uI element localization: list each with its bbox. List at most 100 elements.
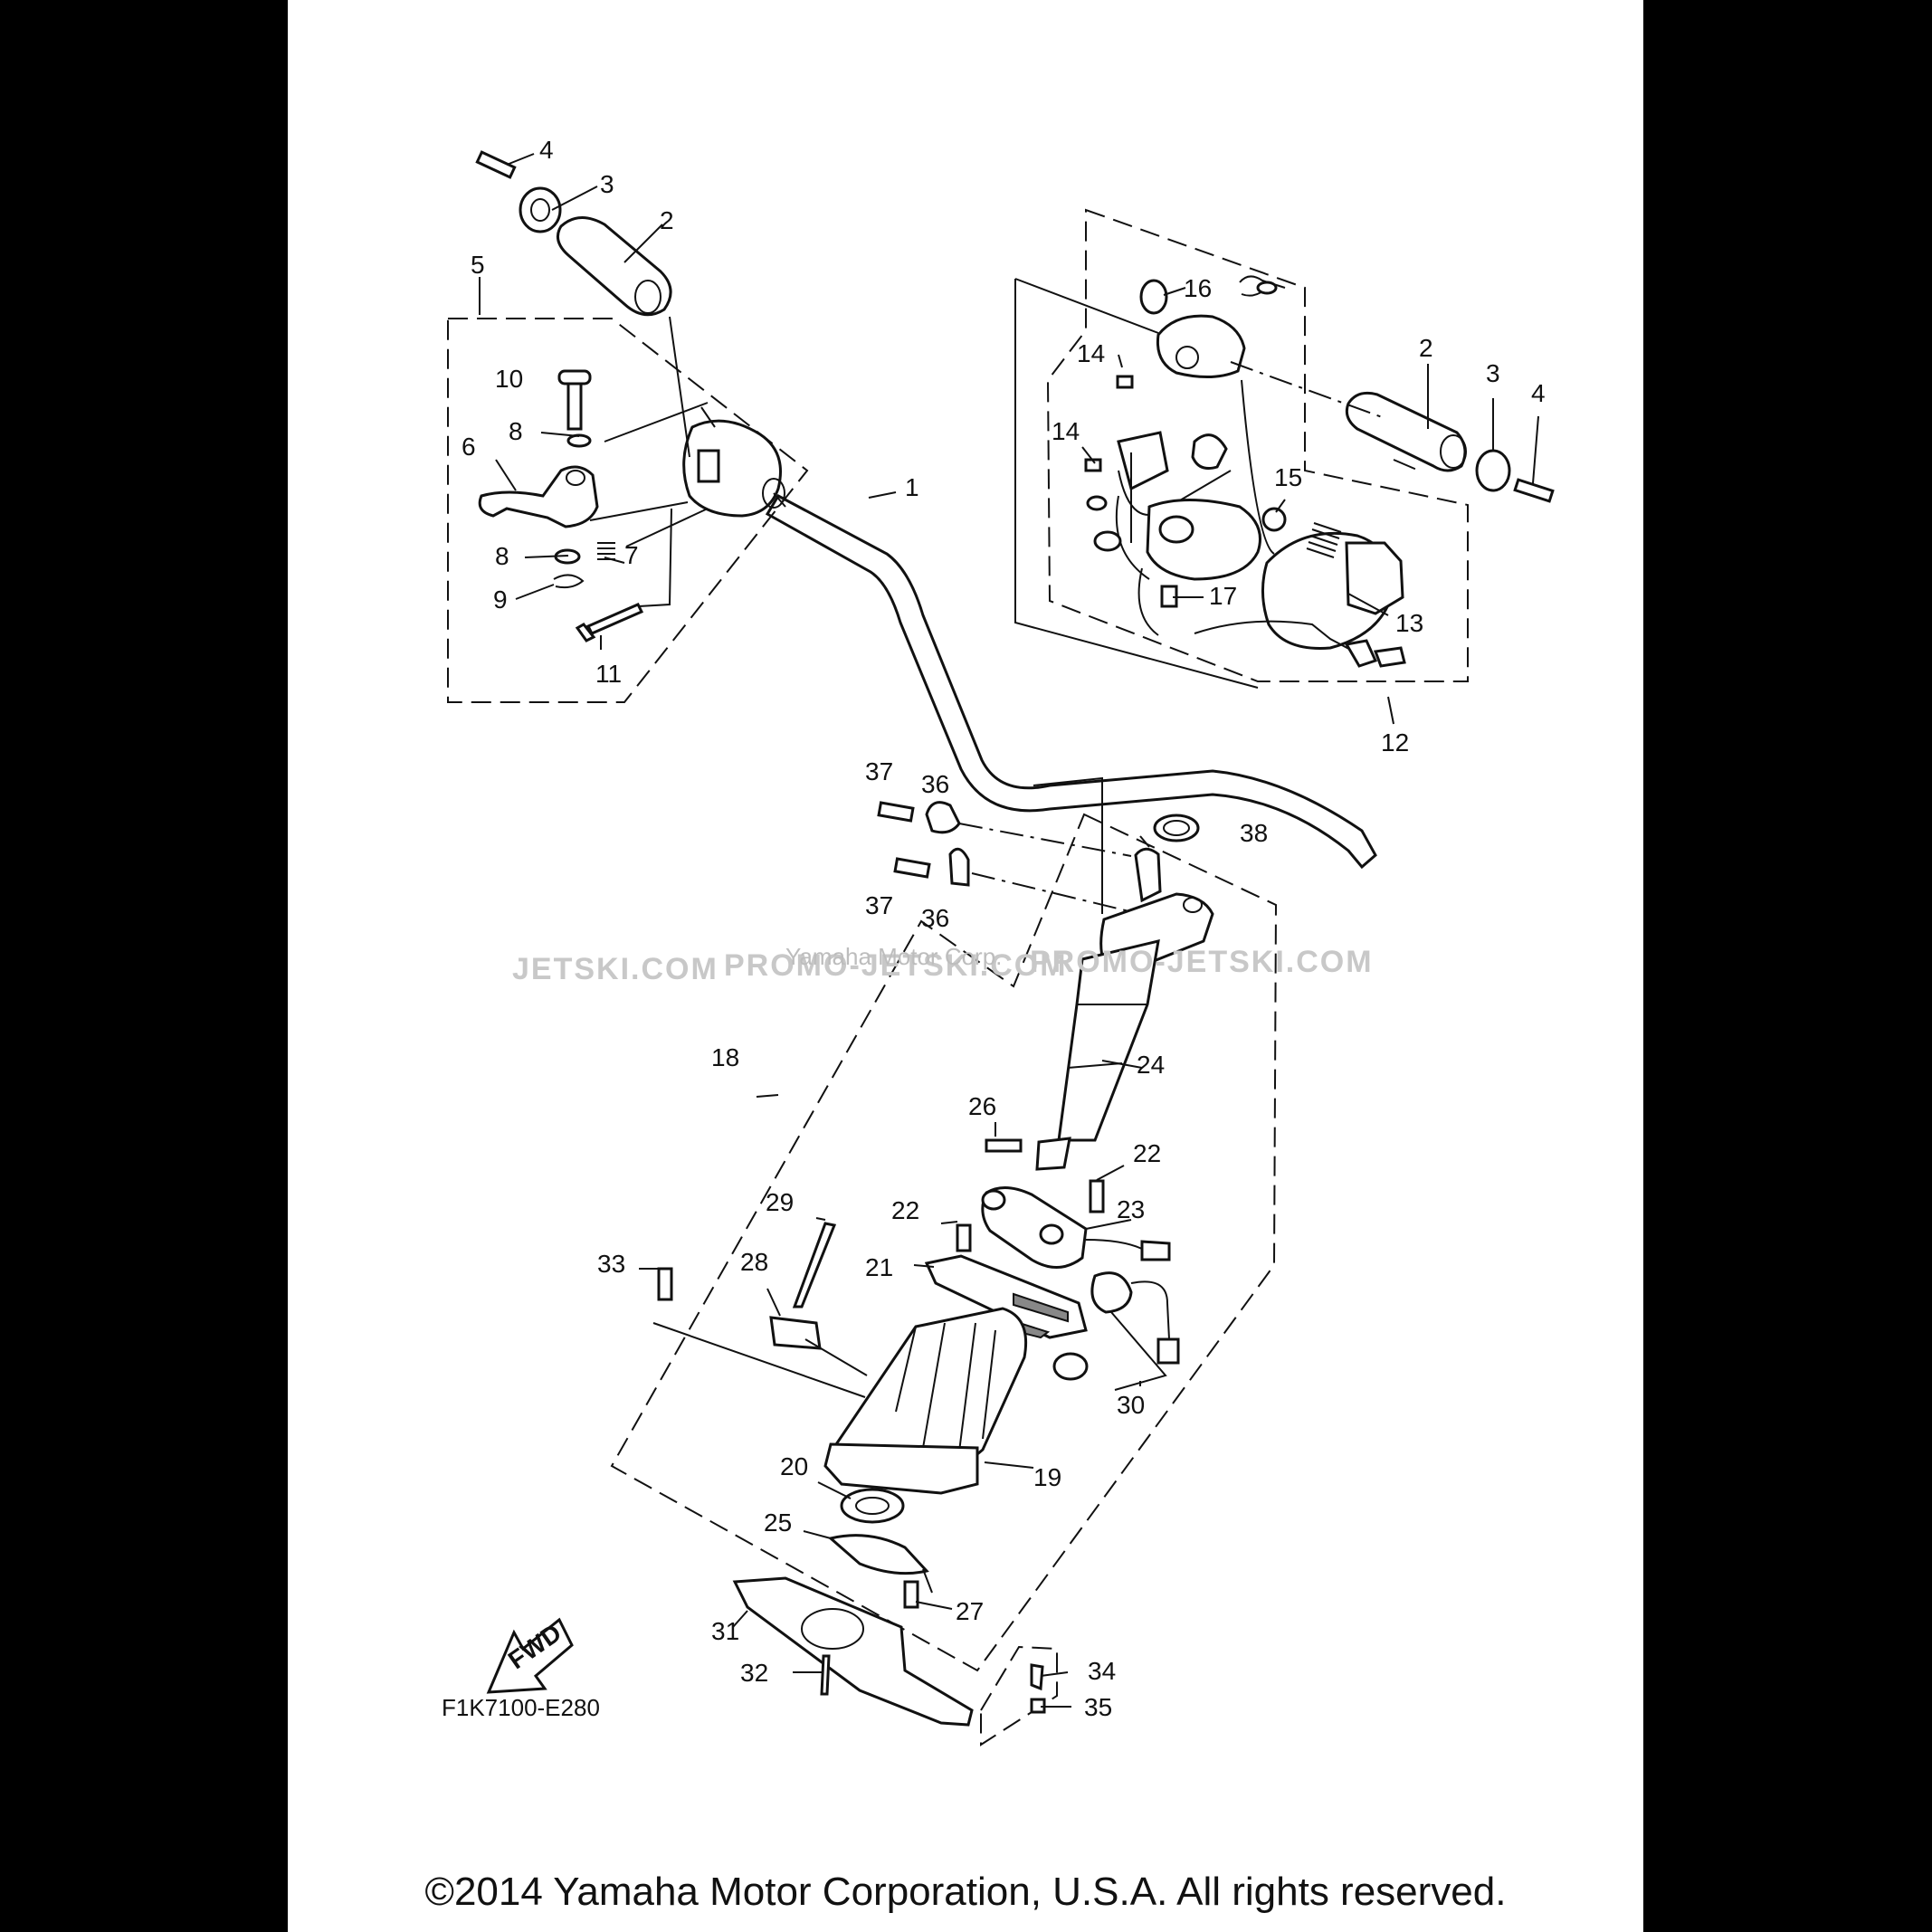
callout-25: 25 [764, 1508, 792, 1537]
watermark-2: PROMO-JETSKI.COM [724, 948, 1068, 983]
watermark-3: PROMO-JETSKI.COM [1030, 945, 1374, 979]
callout-9: 9 [493, 585, 508, 614]
callout-7: 7 [624, 541, 639, 569]
bolt-33 [657, 1267, 673, 1301]
callout-labels: 1 2 3 4 5 6 7 8 8 9 10 11 2 3 4 12 13 14… [462, 136, 1546, 1721]
callout-24: 24 [1137, 1051, 1165, 1079]
left-grip-end-cap-inner [530, 198, 550, 222]
column-cap [1153, 814, 1200, 842]
diagram-code: F1K7100-E280 [442, 1694, 600, 1721]
callout-29: 29 [766, 1188, 794, 1216]
screw-27 [903, 1580, 919, 1609]
callout-12: 12 [1381, 728, 1409, 757]
callout-33: 33 [597, 1250, 625, 1278]
base-flange [823, 1442, 979, 1495]
callout-1: 1 [905, 473, 919, 501]
callout-26: 26 [968, 1092, 996, 1120]
callout-35: 35 [1084, 1693, 1112, 1721]
callout-22b: 22 [891, 1196, 919, 1224]
callout-20: 20 [780, 1452, 808, 1480]
callout-36b: 36 [921, 904, 949, 932]
callout-14b: 14 [1052, 417, 1080, 445]
diagram-sheet [288, 0, 1643, 1932]
fwd-arrow: FWD [486, 1617, 574, 1694]
left-grip [556, 216, 672, 317]
watermark-1: JETSKI.COM [512, 952, 719, 986]
callout-23: 23 [1117, 1195, 1145, 1223]
callout-16: 16 [1184, 274, 1212, 302]
bolt-22-left [956, 1223, 972, 1252]
callout-18: 18 [711, 1043, 739, 1071]
right-switch-box [1046, 208, 1469, 682]
callout-37b: 37 [865, 891, 893, 919]
callout-4: 4 [539, 136, 554, 164]
left-lever-assembly-box [447, 318, 809, 703]
switch-housing-top [1156, 314, 1246, 379]
left-bolt [475, 150, 517, 179]
clip-34 [1030, 1663, 1044, 1691]
switch-spring [1306, 522, 1342, 558]
left-grip-end-cap [519, 186, 562, 233]
column-plate [924, 1254, 1088, 1339]
steering-base-cone [831, 1307, 1028, 1468]
callout-6: 6 [462, 433, 476, 461]
callout-37a: 37 [865, 757, 893, 785]
screw-upper [1116, 375, 1134, 389]
start-button [1139, 279, 1168, 315]
callout-leaders [479, 153, 1539, 1708]
sensor-assembly [981, 1186, 1088, 1269]
right-grip [1345, 391, 1467, 472]
long-bolt [585, 603, 644, 635]
callout-31: 31 [711, 1617, 739, 1645]
callout-4r: 4 [1531, 379, 1546, 407]
callout-34: 34 [1088, 1657, 1116, 1685]
lower-column-box [610, 813, 1278, 1672]
callout-38: 38 [1240, 819, 1268, 847]
bushing-20 [840, 1488, 905, 1524]
lever-spring [597, 542, 615, 560]
sensor-30 [1090, 1271, 1133, 1314]
callout-21: 21 [865, 1253, 893, 1281]
copyright-notice: ©2014 Yamaha Motor Corporation, U.S.A. A… [424, 1870, 1507, 1914]
callout-2r: 2 [1419, 334, 1433, 362]
callout-8a: 8 [509, 417, 523, 445]
right-grip-end-cap [1475, 449, 1511, 492]
callout-2: 2 [660, 206, 674, 234]
switch-wire [1137, 567, 1358, 654]
throttle-lever [478, 465, 599, 528]
bolt-22-right [1089, 1179, 1105, 1213]
callout-30: 30 [1117, 1391, 1145, 1419]
throttle-housing [682, 419, 782, 518]
bracket-box [980, 1645, 1058, 1746]
callout-10: 10 [495, 365, 523, 393]
switch-body [1117, 431, 1169, 491]
callout-17: 17 [1209, 582, 1237, 610]
watermark-small: Yamaha Motor Corp. [785, 943, 1002, 970]
callout-28: 28 [740, 1248, 768, 1276]
callout-36a: 36 [921, 770, 949, 798]
lever-pin [566, 376, 583, 431]
cap-15 [1261, 507, 1287, 532]
bolt-26 [985, 1138, 1023, 1153]
gasket-25 [827, 1534, 929, 1575]
circlip [553, 574, 585, 589]
clamp-36-upper [925, 801, 961, 834]
bolt-37-upper [877, 801, 915, 823]
callout-5: 5 [471, 251, 485, 279]
right-bolt [1513, 478, 1555, 503]
callout-13: 13 [1395, 609, 1423, 637]
callout-22a: 22 [1133, 1139, 1161, 1167]
callout-11: 11 [595, 660, 622, 688]
sensor-ring-30 [1052, 1352, 1089, 1381]
callout-3r: 3 [1486, 359, 1500, 387]
callout-8b: 8 [495, 542, 509, 570]
mounting-plate [732, 1576, 974, 1727]
bolt-37-lower [893, 857, 931, 879]
handlebar [765, 494, 1377, 870]
callout-32: 32 [740, 1659, 768, 1687]
callout-14a: 14 [1077, 339, 1105, 367]
pin-32 [820, 1654, 831, 1696]
callout-15: 15 [1274, 463, 1302, 491]
cable-tie-29 [792, 1222, 837, 1309]
